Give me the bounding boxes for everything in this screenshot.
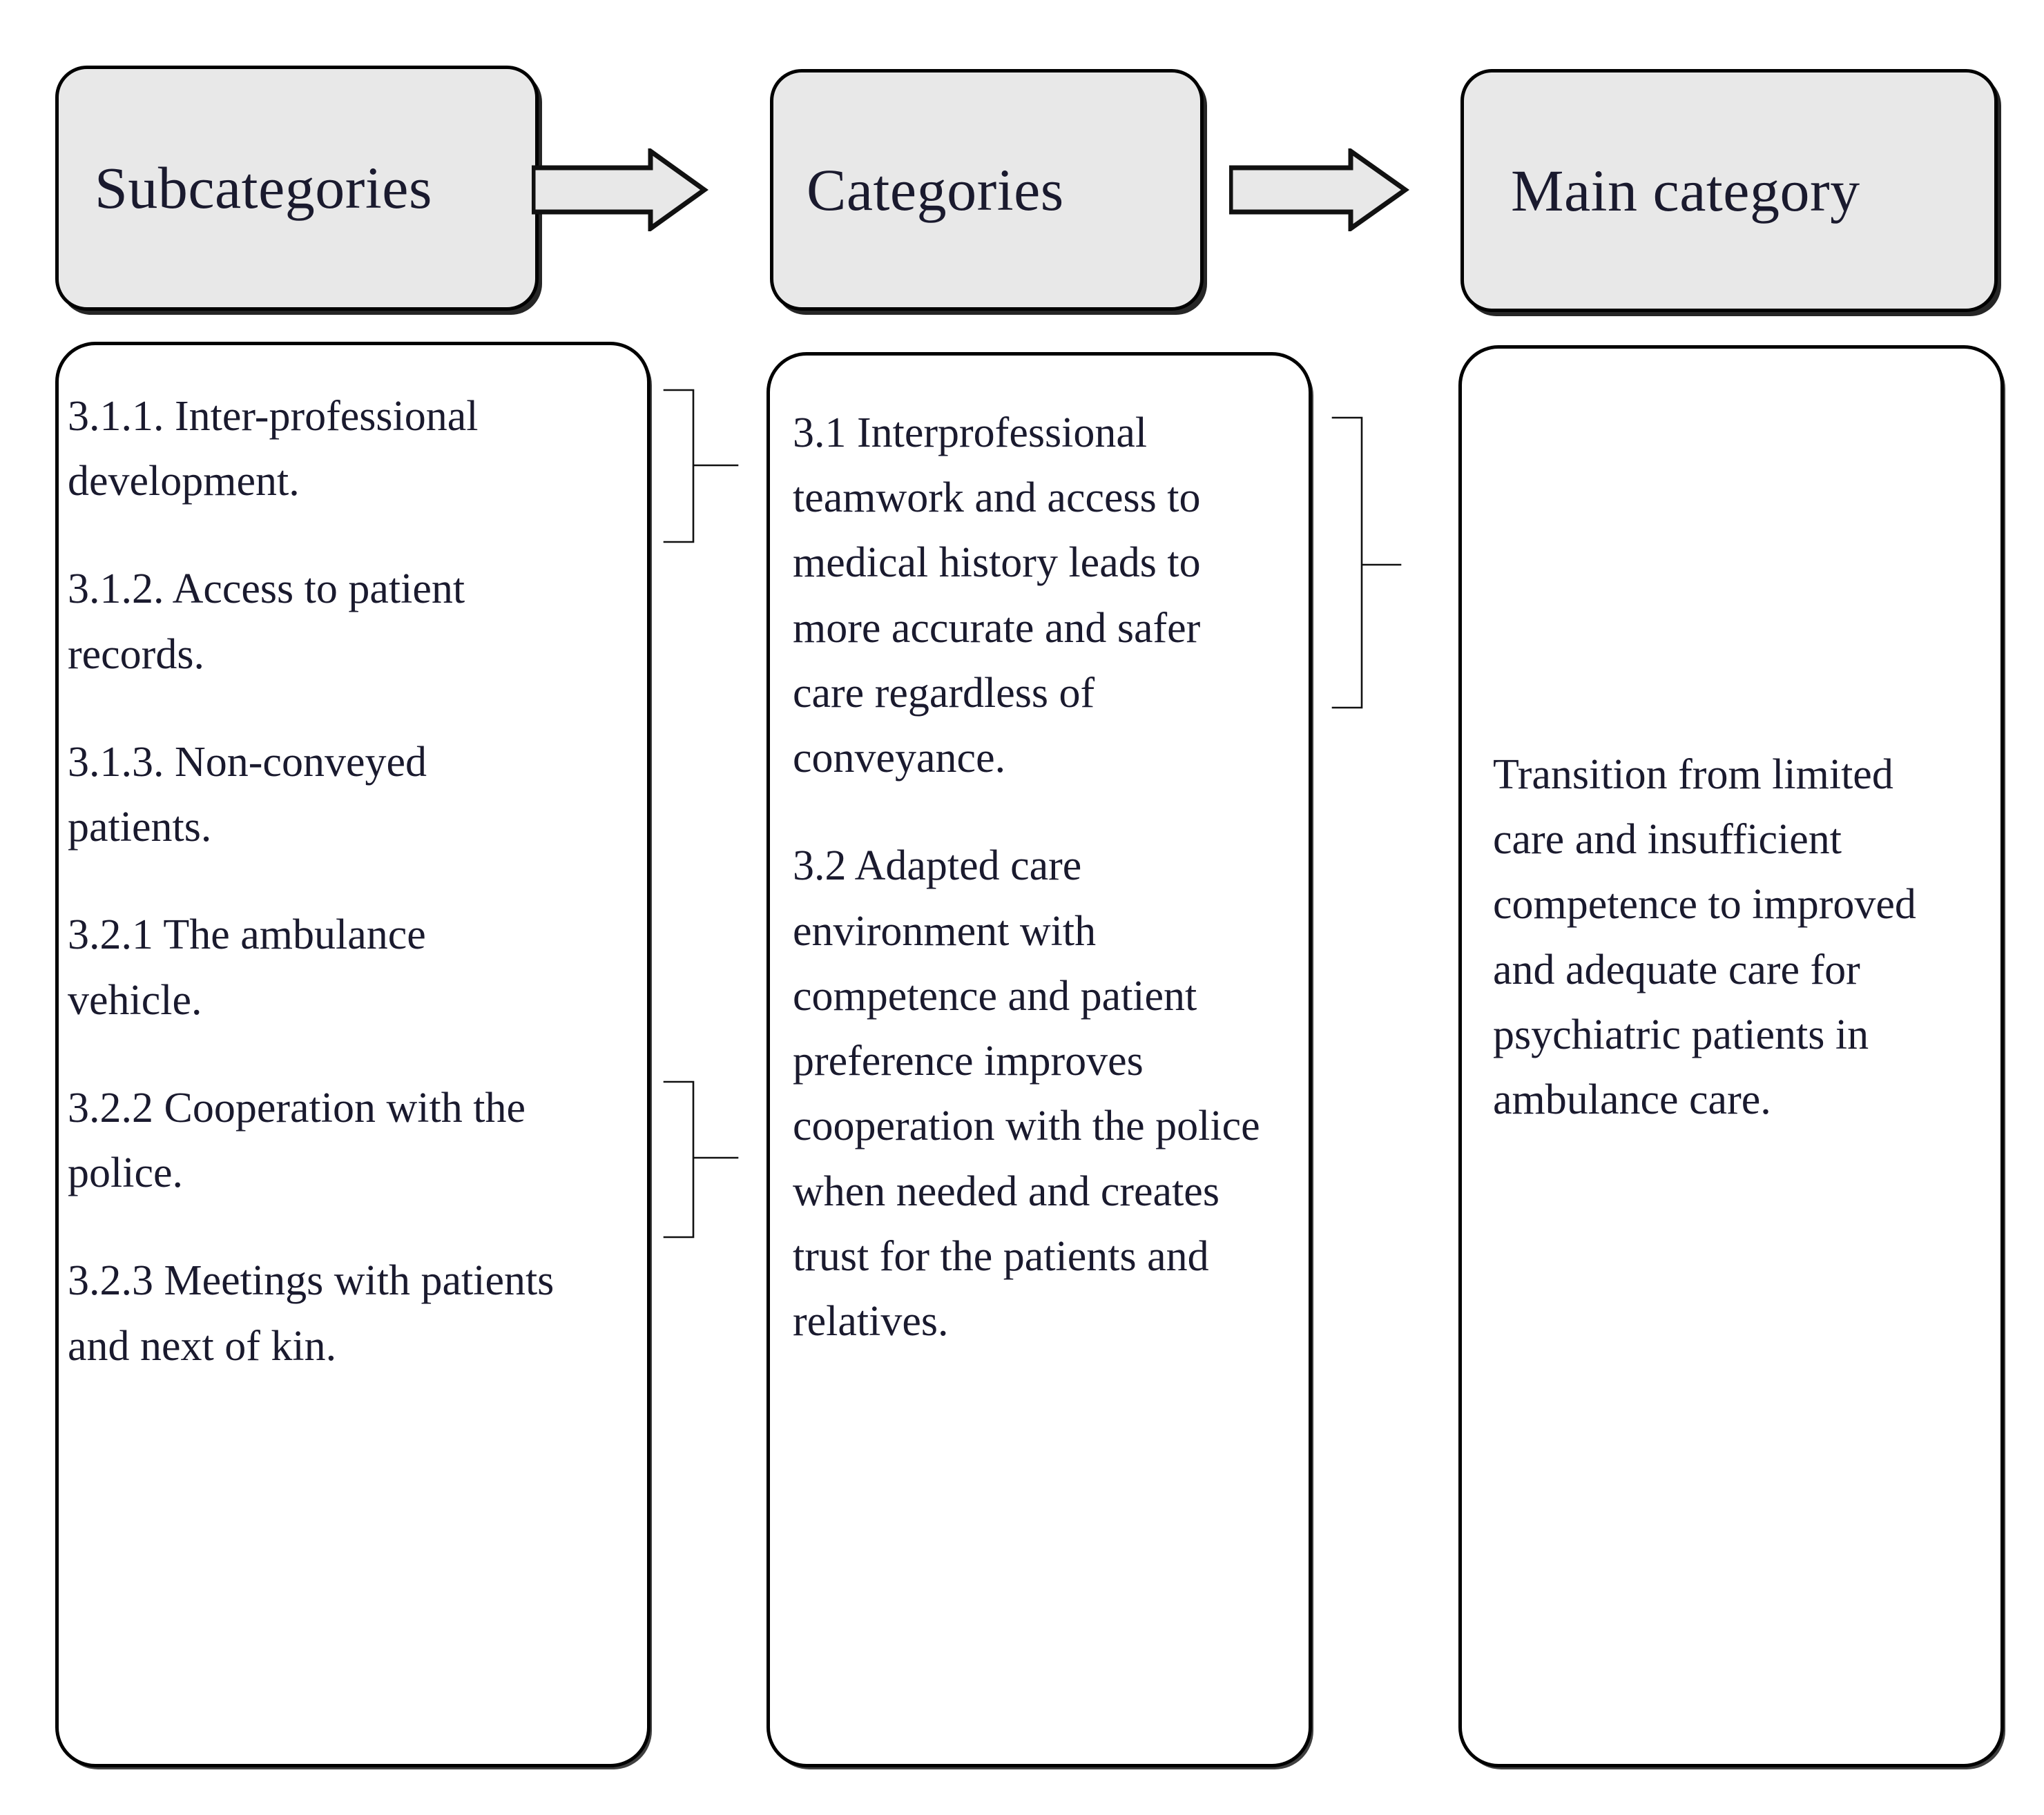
grouping-bracket — [642, 1078, 780, 1241]
content-box-subcategories — [55, 342, 650, 1767]
subcategories-list: 3.1.1. Inter-professional development. 3… — [68, 384, 565, 1379]
content-box-main-category — [1458, 345, 2004, 1767]
main-category-statement: Transition from limited care and insuffi… — [1493, 742, 1969, 1132]
header-label-categories: Categories — [807, 156, 1064, 223]
list-item: 3.1.1. Inter-professional development. — [68, 393, 479, 505]
list-item: 3.1 Interprofessional teamwork and acces… — [793, 409, 1201, 782]
list-item: 3.1.2. Access to patient records. — [68, 565, 465, 678]
list-item: 3.1.3. Non-conveyed patients. — [68, 738, 427, 851]
list-item: 3.2.1 The ambulance vehicle. — [68, 911, 426, 1024]
header-box-main-category: Main category — [1460, 69, 1998, 312]
header-box-subcategories: Subcategories — [55, 66, 539, 311]
categories-list: 3.1 Interprofessional teamwork and acces… — [793, 400, 1276, 1354]
grouping-bracket — [642, 387, 780, 545]
list-item: Transition from limited care and insuffi… — [1493, 751, 1916, 1124]
content-box-categories — [767, 352, 1312, 1767]
list-item: 3.2.2 Cooperation with the police. — [68, 1084, 526, 1197]
header-label-subcategories: Subcategories — [95, 155, 432, 222]
header-box-categories: Categories — [770, 69, 1204, 311]
header-label-main-category: Main category — [1511, 157, 1860, 224]
right-arrow-icon — [1229, 148, 1410, 231]
grouping-bracket — [1311, 414, 1449, 711]
right-arrow-icon — [532, 148, 709, 231]
list-item: 3.2 Adapted care environment with compet… — [793, 842, 1260, 1346]
list-item: 3.2.3 Meetings with patients and next of… — [68, 1257, 555, 1370]
